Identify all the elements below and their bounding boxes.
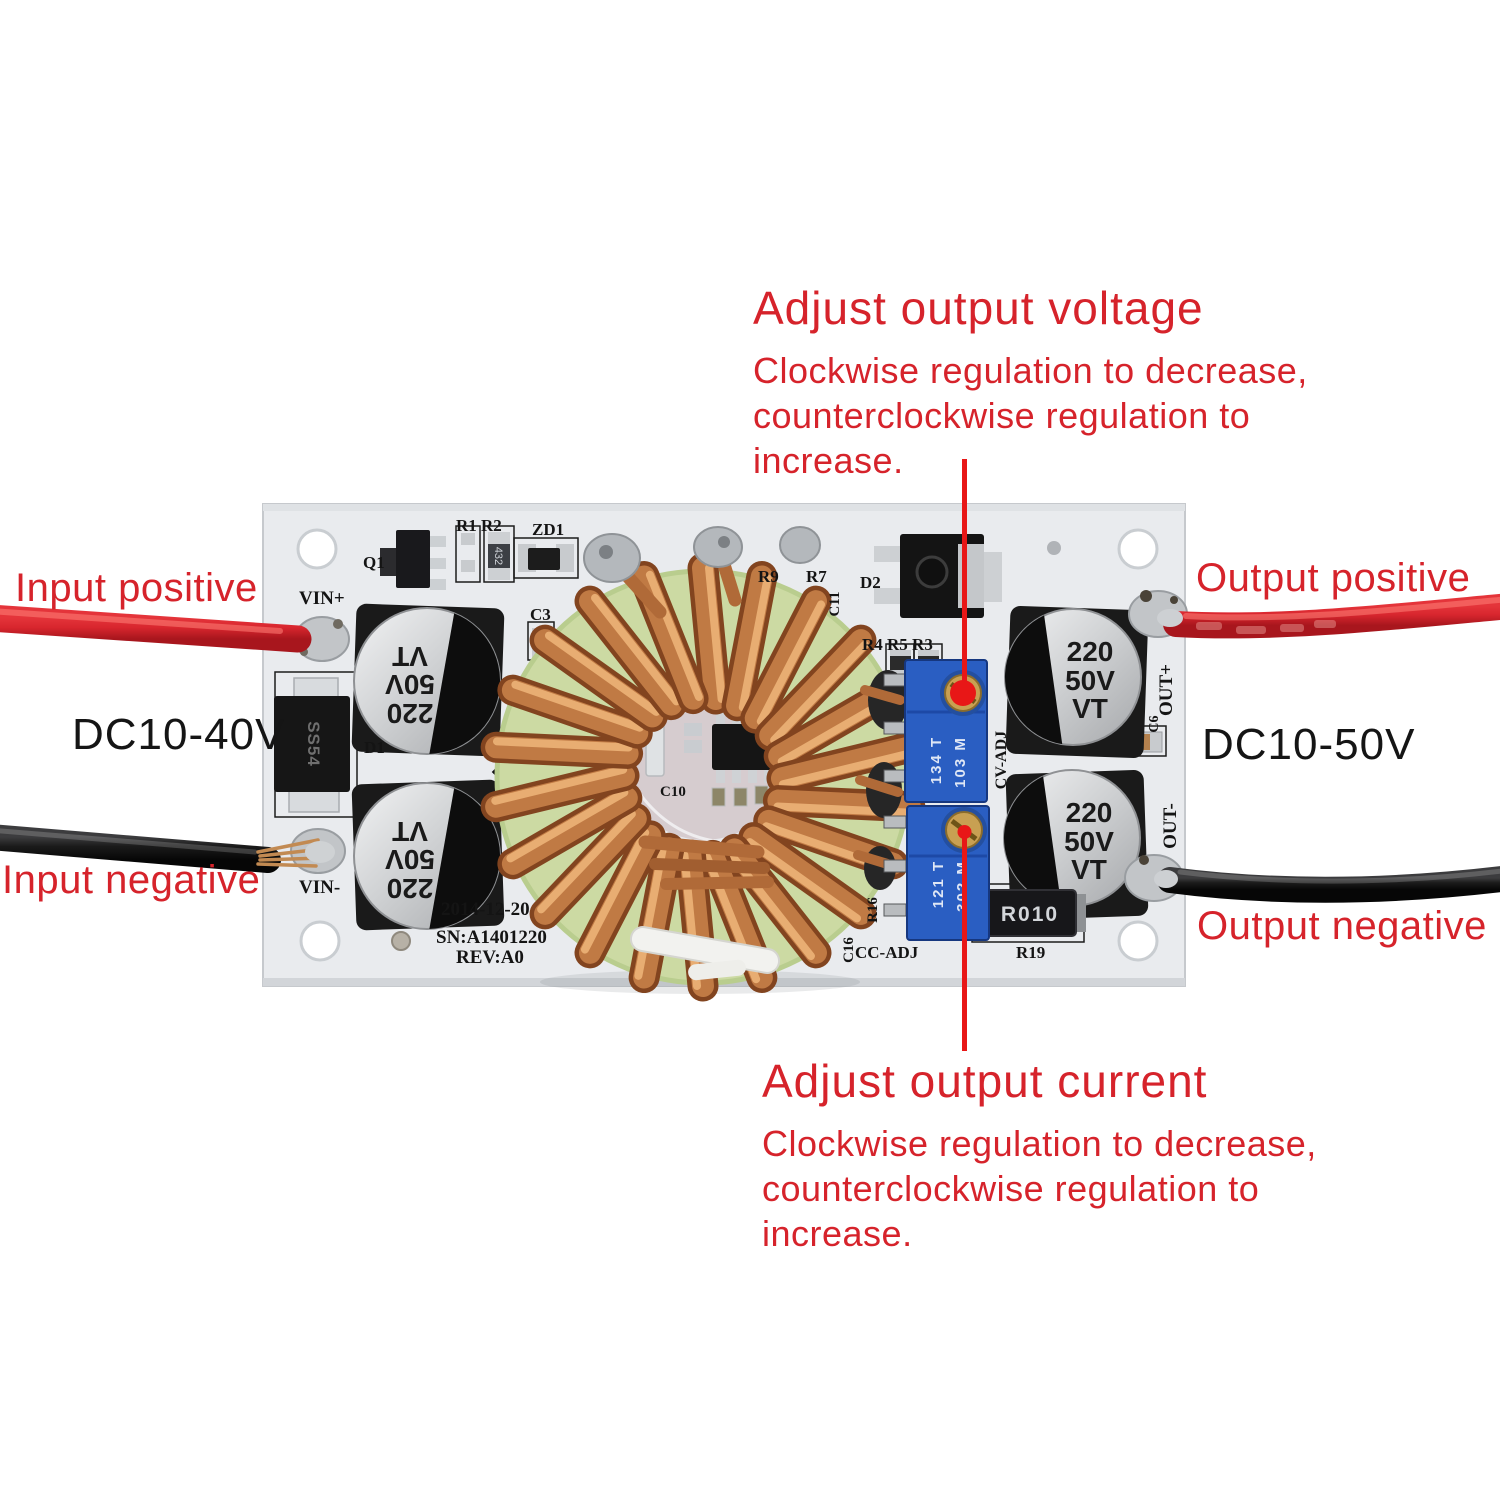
silk-zd1: ZD1 [532,520,564,539]
input-negative-wire [0,824,281,873]
silk-vin-minus: VIN- [299,877,340,898]
cap-marking: 50V [1064,826,1114,857]
label-output-negative: Output negative [1197,904,1487,948]
label-input-positive: Input positive [15,566,258,610]
silk-serial: SN:A1401220 [436,927,547,948]
diode-d1-ss54: SS54 [274,677,350,813]
adjust-voltage-line: counterclockwise regulation to [753,395,1251,436]
silk-d1: D1 [364,738,385,757]
r2-code: 432 [492,547,504,565]
cap-marking: 220 [1067,636,1114,667]
silk-r19: R19 [1016,943,1045,962]
silk-r9: R9 [758,567,779,586]
silk-out-minus: OUT- [1160,803,1181,849]
cap-marking: 220 [387,873,434,904]
toroid-inductor: C10 [480,552,926,1002]
current-pointer-dot [957,825,972,839]
adjust-current-line: counterclockwise regulation to [762,1168,1260,1209]
silk-r4-r5-r3: R4 R5 R3 [862,635,933,654]
adjust-voltage-line: Clockwise regulation to decrease, [753,350,1308,391]
annotation-adjust-voltage: Adjust output voltage Clockwise regulati… [753,281,1308,483]
adjust-current-line: increase. [762,1213,913,1254]
silk-c3: C3 [530,605,551,624]
silk-d2: D2 [860,573,881,592]
cap-marking: 50V [385,844,435,875]
output-negative-wire [1157,866,1500,903]
silkscreen-labels: VIN+ VIN- OUT+ OUT- Q1 R1 R2 ZD1 C3 D1 R… [299,516,1181,968]
cc-trim-marking: 121 T [930,860,947,908]
silk-date: 2014-12-20 [441,899,530,920]
zip-tie [629,926,781,981]
silk-r7: R7 [806,567,827,586]
adjust-current-title: Adjust output current [762,1055,1208,1107]
input-positive-wire [0,605,312,653]
silk-out-plus: OUT+ [1156,664,1177,716]
silk-c6: C6 [1147,715,1162,732]
trimmer-cv: 134 T 103 M [883,659,988,803]
annotation-adjust-current: Adjust output current Clockwise regulati… [762,1054,1317,1256]
shunt-resistor-r010: R010 [976,889,1086,937]
label-input-negative: Input negative [2,858,261,902]
label-output-range: DC10-50V [1202,720,1416,769]
adjust-voltage-title: Adjust output voltage [753,282,1204,334]
adjust-current-line: Clockwise regulation to decrease, [762,1123,1317,1164]
cap-marking: VT [1071,854,1107,885]
label-input-range: DC10-40V [72,710,286,759]
cap-marking: VT [392,816,428,847]
r010-marking: R010 [1001,903,1059,926]
cap-marking: 220 [1066,797,1113,828]
silk-r16: R16 [865,897,881,923]
cap-marking: VT [392,641,428,672]
ss54-marking: SS54 [304,721,323,767]
silk-c11: C11 [827,591,843,616]
silk-cv-adj: CV-ADJ [993,731,1010,789]
silk-vin-plus: VIN+ [299,588,345,609]
voltage-pointer-dot [950,680,976,706]
silk-c10: C10 [660,784,686,800]
wires [0,593,1500,903]
silk-r1-r2: R1 R2 [456,516,502,535]
cap-marking: 50V [1065,665,1115,696]
cv-trim-marking: 134 T [928,736,945,784]
cap-marking: VT [1072,693,1108,724]
cap-marking: 220 [387,698,434,729]
cv-trim-marking: 103 M [952,736,969,788]
silk-revision: REV:A0 [456,947,524,968]
silk-c16: C16 [841,937,857,963]
wire-print-smudge [1196,620,1336,634]
silk-cc-adj: CC-ADJ [855,943,919,962]
label-output-positive: Output positive [1196,556,1471,600]
adjust-voltage-line: increase. [753,440,904,481]
transistor-q1 [380,530,446,590]
pointer-lines [950,459,976,1051]
silk-q1: Q1 [363,553,385,572]
cap-marking: 50V [385,669,435,700]
mounting-holes [296,528,1159,962]
